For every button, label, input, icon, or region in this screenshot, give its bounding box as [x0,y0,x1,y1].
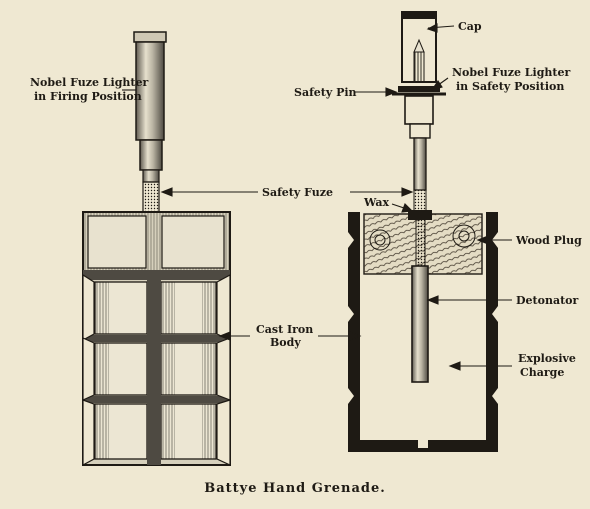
right-safety-pin [392,86,446,96]
cast-iron-label-1: Cast Iron [256,323,313,336]
left-cast-iron-body [82,211,231,467]
right-grenade [348,11,498,452]
right-fuze-lighter [404,95,434,191]
safety-fuze-label: Safety Fuze [262,186,333,199]
charge-label-2: Charge [520,366,564,379]
left-lighter-label-1: Nobel Fuze Lighter [30,76,148,89]
safety-pin-label: Safety Pin [294,86,357,99]
wax-arrow [391,203,414,213]
right-detonator [411,265,429,383]
left-fuze-lighter [133,31,167,183]
cast-iron-arrow [218,331,362,341]
wood-plug-label: Wood Plug [515,234,582,247]
charge-arrow [448,361,512,371]
right-lighter-label-1: Nobel Fuze Lighter [452,66,570,79]
charge-label-1: Explosive [518,352,576,365]
detonator-label: Detonator [516,294,578,307]
right-lighter-label-2: in Safety Position [456,80,564,93]
right-lighter-arrow [430,77,449,91]
left-grenade [82,31,231,467]
right-cap [401,11,437,83]
cast-iron-label-2: Body [270,336,301,349]
wax-label: Wax [363,196,390,209]
wood-plug-arrow [476,235,512,245]
cap-arrow [426,23,455,33]
right-safety-fuze [413,189,427,213]
cap-label: Cap [458,20,482,33]
safety-pin-arrow [354,87,398,97]
figure-caption: Battye Hand Grenade. [204,481,386,496]
detonator-arrow [426,295,512,305]
left-lighter-label-2: in Firing Position [34,90,142,103]
safety-fuze-arrow [160,187,414,197]
left-safety-fuze [142,181,160,213]
